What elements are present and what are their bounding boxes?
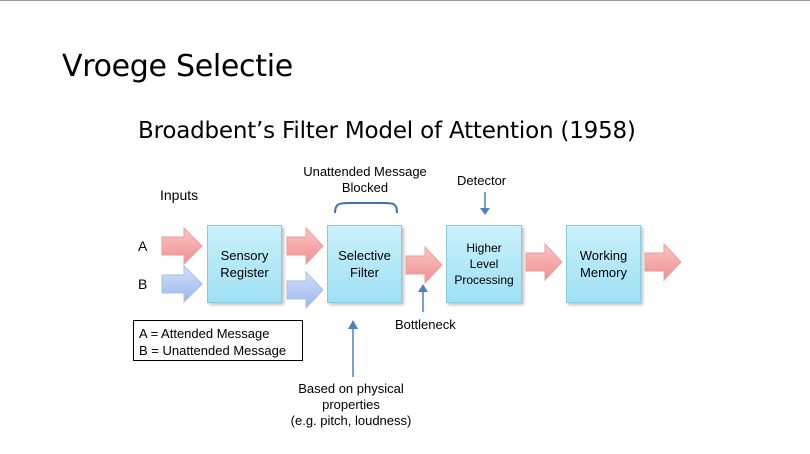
input-b-arrow (161, 264, 203, 304)
bottleneck-pointer-arrow (418, 284, 428, 312)
unattended-blocked-label: Unattended Message Blocked (303, 164, 427, 196)
working-line-1: Working (579, 248, 628, 263)
higher-line-2: Level (469, 257, 499, 271)
based-line-1: Based on physical (298, 381, 404, 396)
higher-level-processing-box: Higher Level Processing (446, 225, 522, 303)
legend-unattended: B = Unattended Message (139, 343, 287, 358)
attended-to-filter-arrow (286, 226, 324, 266)
sensory-line-2: Register (220, 265, 269, 280)
sensory-line-1: Sensory (220, 248, 269, 263)
diagram-title: Broadbent’s Filter Model of Attention (1… (138, 118, 636, 144)
top-rule (0, 0, 810, 1)
filter-line-2: Filter (350, 265, 379, 280)
legend-box: A = Attended Message B = Unattended Mess… (133, 320, 303, 361)
working-line-2: Memory (580, 265, 627, 280)
input-b-label: B (138, 276, 148, 292)
detector-label: Detector (457, 173, 507, 188)
processing-to-memory-arrow (525, 242, 563, 282)
based-line-3: (e.g. pitch, loudness) (290, 413, 412, 428)
inputs-label: Inputs (160, 187, 199, 203)
physical-properties-pointer-arrow (348, 320, 358, 377)
bottleneck-label: Bottleneck (395, 317, 456, 332)
filter-to-processing-arrow (405, 245, 443, 285)
based-line-2: properties (322, 397, 380, 412)
input-a-label: A (138, 238, 148, 254)
working-memory-box: Working Memory (566, 225, 641, 303)
output-arrow (644, 242, 682, 282)
sensory-register-box: Sensory Register (207, 225, 282, 303)
filter-line-1: Selective (338, 248, 391, 263)
higher-line-1: Higher (466, 241, 502, 255)
detector-pointer-arrow (480, 192, 490, 215)
blocked-brace (334, 202, 398, 214)
higher-line-3: Processing (454, 273, 514, 287)
unattended-to-filter-arrow (286, 270, 324, 310)
slide-title: Vroege Selectie (62, 49, 293, 84)
physical-properties-label: Based on physical properties (e.g. pitch… (291, 381, 412, 429)
unattended-line-1: Unattended Message (303, 164, 427, 179)
selective-filter-box: Selective Filter (327, 225, 402, 303)
unattended-line-2: Blocked (341, 180, 389, 195)
legend-attended: A = Attended Message (139, 326, 270, 341)
input-a-arrow (161, 226, 203, 266)
